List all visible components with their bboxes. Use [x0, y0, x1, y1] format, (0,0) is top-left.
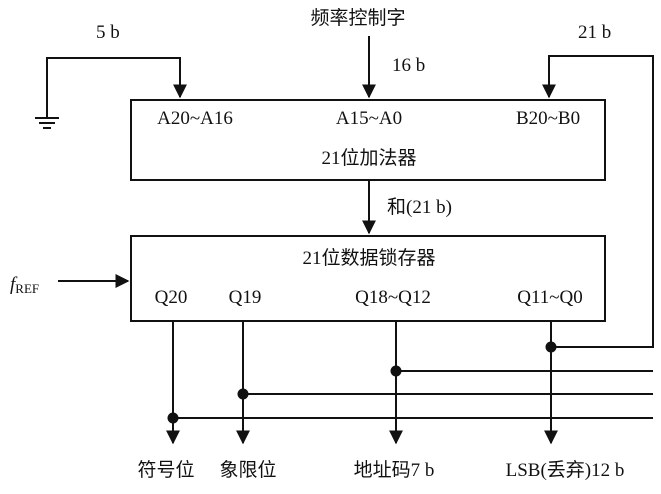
width-a-low-label: 16 b — [392, 55, 425, 76]
output-address-label: 地址码7 b — [354, 459, 435, 481]
ground-to-a-high-wire — [46, 57, 187, 118]
output-lsb-label: LSB(丢弃)12 b — [506, 459, 625, 481]
clock-sub: REF — [15, 281, 39, 296]
width-b-label: 21 b — [578, 22, 611, 43]
junction-lsb — [545, 341, 557, 353]
output-quadrant-label: 象限位 — [219, 459, 276, 481]
ground-icon — [35, 117, 59, 129]
width-a-high-label: 5 b — [96, 22, 120, 43]
sum-label: 和(21 b) — [387, 196, 452, 218]
junction-address — [390, 365, 402, 377]
junction-quadrant — [237, 388, 249, 400]
latch-q18-q12: Q18~Q12 — [355, 287, 431, 308]
latch-title: 21位数据锁存器 — [302, 247, 435, 269]
latch-block — [130, 235, 606, 322]
latch-q20: Q20 — [155, 287, 188, 308]
adder-port-a-low: A15~A0 — [336, 108, 402, 129]
clock-label: fREF — [10, 274, 39, 296]
output-sign-label: 符号位 — [137, 459, 194, 481]
adder-port-b: B20~B0 — [516, 108, 580, 129]
latch-q19: Q19 — [229, 287, 262, 308]
feedback-wire — [542, 55, 654, 348]
latch-q11-q0: Q11~Q0 — [517, 287, 583, 308]
freq-control-word-label: 频率控制字 — [310, 7, 405, 29]
adder-port-a-high: A20~A16 — [157, 108, 233, 129]
clock-f: f — [10, 274, 18, 295]
adder-title: 21位加法器 — [321, 147, 416, 169]
junction-sign — [167, 412, 179, 424]
